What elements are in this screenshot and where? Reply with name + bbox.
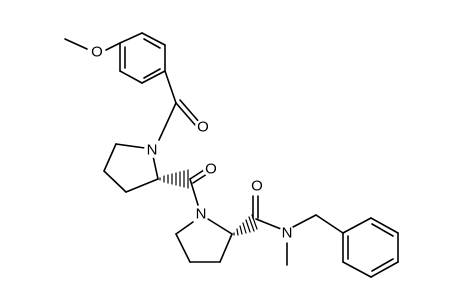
n-substituents [286, 214, 344, 266]
ring-bond [119, 32, 143, 44]
ring-bond [119, 70, 143, 84]
ring-double-bond [143, 68, 161, 79]
ring-bond [103, 170, 127, 193]
pyrrolidine-nitrogen-2-label: N [196, 206, 207, 223]
carbonyl-double-bond [192, 173, 208, 184]
ring-double-bond [371, 223, 394, 237]
aroyl-carbonyl [158, 70, 201, 141]
carbonyl-n-bond [189, 178, 199, 206]
ring-bond [141, 32, 166, 46]
amide-carbonyl [252, 195, 282, 230]
ring-bond [103, 143, 117, 172]
ring-bond [115, 143, 146, 149]
methyl-o-bond [64, 38, 88, 50]
ring-bond [342, 261, 372, 278]
ring-bond [152, 155, 159, 180]
pyrrolidine-ring-1 [103, 143, 159, 193]
pyrrolidine-nitrogen-1-label: N [147, 142, 158, 159]
aroyl-oxygen-label: O [197, 119, 209, 136]
amide-nitrogen-label: N [282, 225, 293, 242]
n-ch2-bond [292, 214, 317, 228]
carbonyl-double-bond [175, 102, 197, 127]
ch2-phenyl-bond [315, 214, 344, 234]
prolyl-carbonyl [189, 169, 208, 206]
methoxyphenyl-group [64, 32, 166, 84]
amide-oxygen-label: O [251, 178, 263, 195]
ring-double-bond [143, 38, 161, 49]
benzyl-phenyl-ring [342, 217, 399, 278]
methoxy-oxygen-label: O [91, 44, 103, 61]
aryl-carbonyl-bond [164, 70, 177, 104]
carbonyl-n-bond [255, 218, 282, 230]
ring-bond [175, 233, 191, 263]
pyrrolidine-ring-2 [175, 218, 233, 263]
ring-bond [141, 70, 166, 84]
ring-bond [370, 217, 399, 234]
carbonyl-n-bond [158, 102, 177, 141]
ring-bond [125, 178, 159, 193]
hashed-stereo-bond-1 [159, 169, 189, 189]
prolyl-oxygen-label: O [205, 161, 217, 178]
ring-bond [342, 217, 372, 234]
ring-bond [175, 221, 194, 235]
atom-labels: O O N O O N N [89, 44, 295, 242]
ring-bond [207, 218, 233, 235]
ring-bond [219, 233, 233, 263]
ring-bond [370, 261, 399, 278]
carbonyl-double-bond [189, 169, 205, 180]
ring-double-bond [371, 258, 394, 272]
carbonyl-double-bond [179, 99, 201, 124]
o-aryl-bond [105, 42, 121, 51]
